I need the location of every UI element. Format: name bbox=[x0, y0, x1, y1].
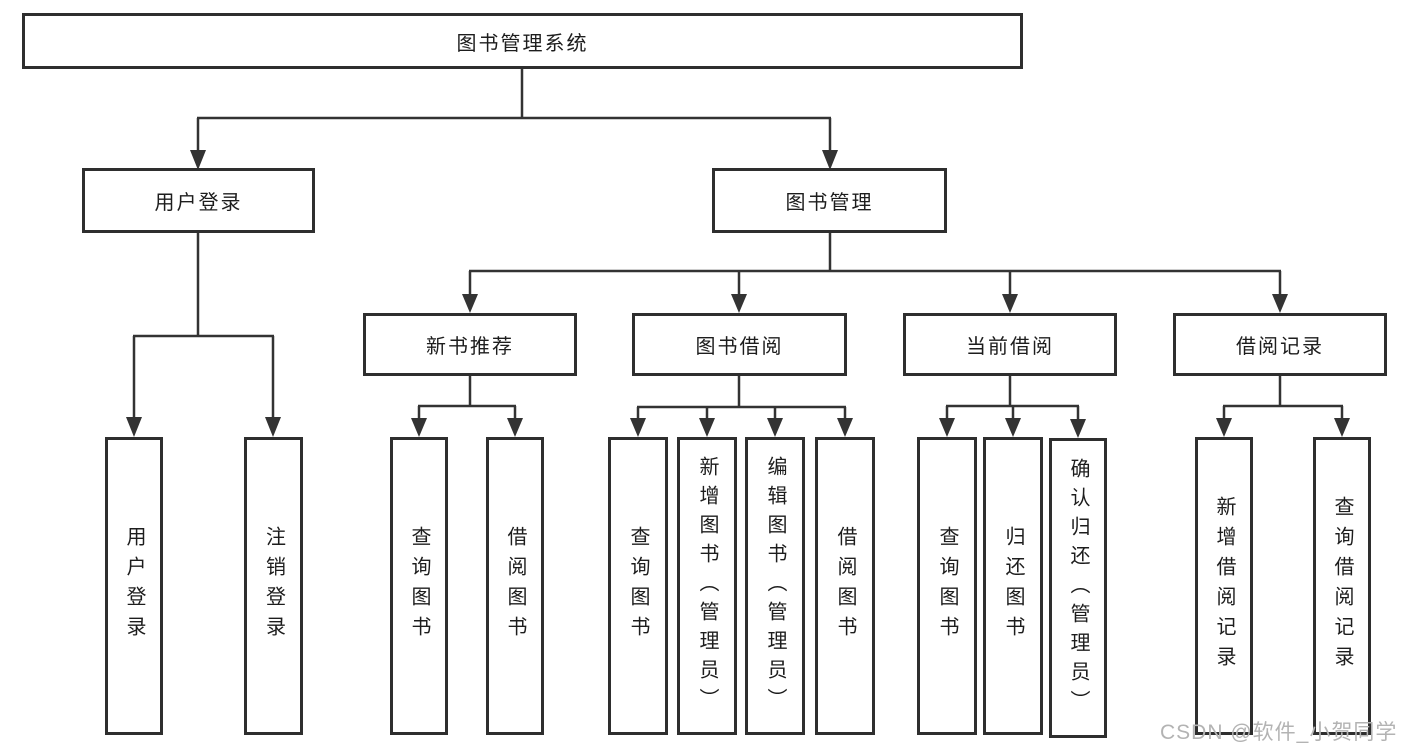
node-leaf-current-query-book: 查询图书 bbox=[917, 437, 977, 735]
node-leaf-logout: 注销登录 bbox=[244, 437, 303, 735]
node-leaf-current-return-book: 归还图书 bbox=[983, 437, 1043, 735]
node-leaf-borrow-add-book-admin: 新增图书（管理员） bbox=[677, 437, 737, 735]
node-leaf-borrow-edit-book-admin: 编辑图书（管理员） bbox=[745, 437, 805, 735]
node-branch-user-login: 用户登录 bbox=[82, 168, 315, 233]
node-leaf-borrow-query-book: 查询图书 bbox=[608, 437, 668, 735]
node-leaf-current-confirm-return-admin: 确认归还（管理员） bbox=[1049, 438, 1107, 738]
arrowheads bbox=[126, 150, 1350, 438]
node-branch-book-management: 图书管理 bbox=[712, 168, 947, 233]
node-module-new-book-recommend: 新书推荐 bbox=[363, 313, 577, 376]
csdn-watermark: CSDN @软件_小贺同学 bbox=[1160, 721, 1398, 744]
node-leaf-borrow-borrow-book: 借阅图书 bbox=[815, 437, 875, 735]
node-leaf-user-login: 用户登录 bbox=[105, 437, 163, 735]
node-module-current-borrow: 当前借阅 bbox=[903, 313, 1117, 376]
node-root-system: 图书管理系统 bbox=[22, 13, 1023, 69]
node-module-borrow-records: 借阅记录 bbox=[1173, 313, 1387, 376]
node-leaf-recommend-query-book: 查询图书 bbox=[390, 437, 448, 735]
node-module-book-borrow: 图书借阅 bbox=[632, 313, 847, 376]
node-leaf-recommend-borrow-book: 借阅图书 bbox=[486, 437, 544, 735]
node-leaf-records-query-record: 查询借阅记录 bbox=[1313, 437, 1371, 735]
node-leaf-records-add-record: 新增借阅记录 bbox=[1195, 437, 1253, 735]
